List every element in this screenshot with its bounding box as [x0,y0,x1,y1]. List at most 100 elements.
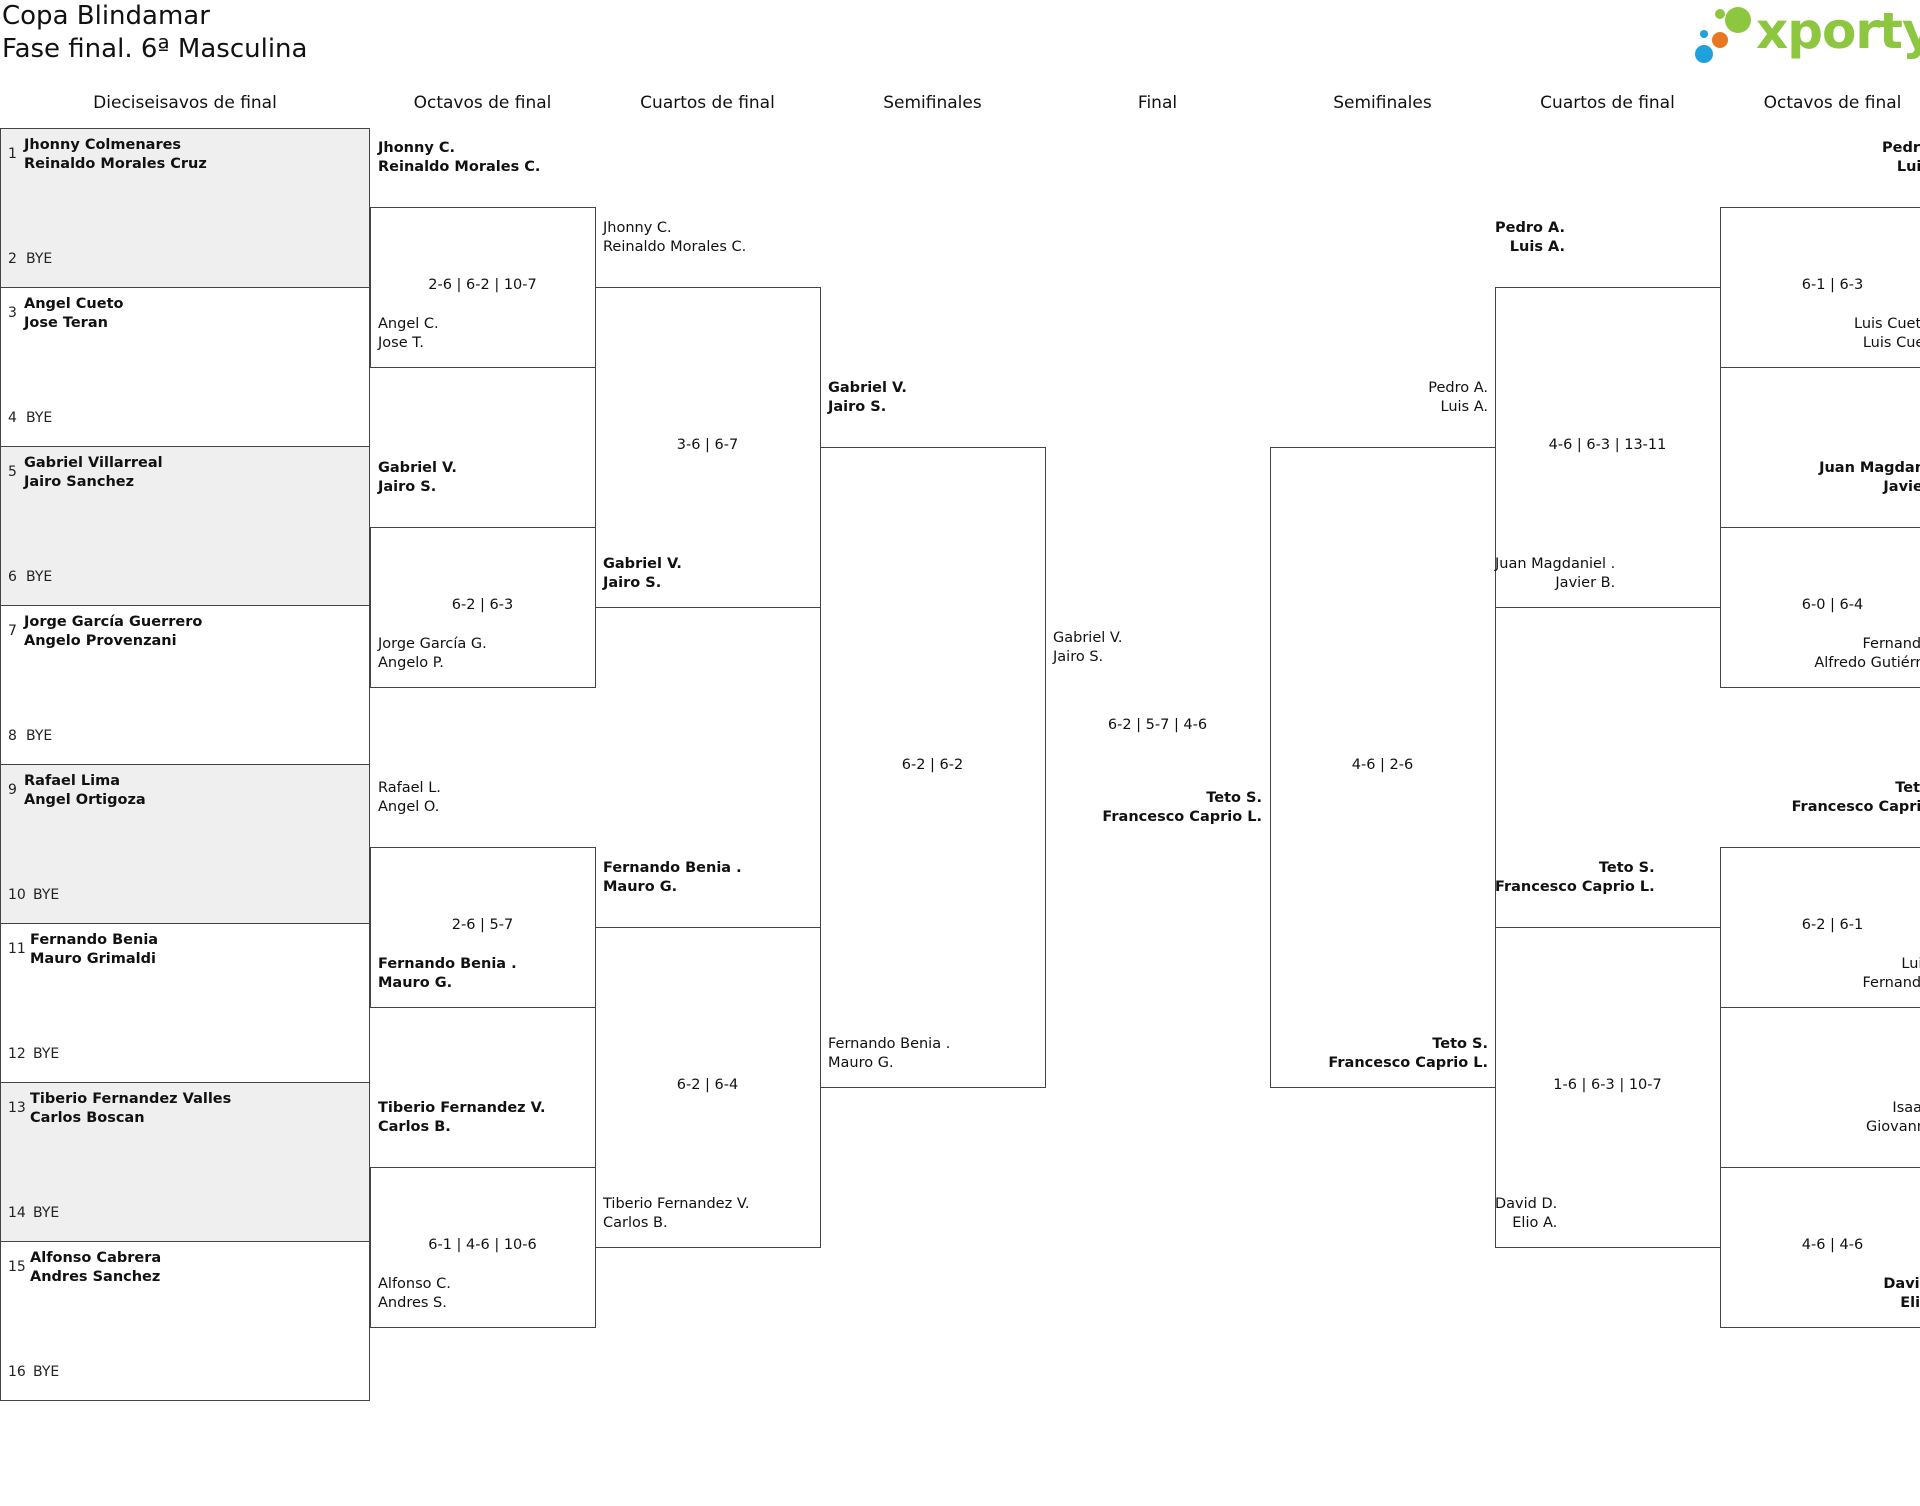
player-name: Mauro Grimaldi [30,951,156,967]
seed-number: 16 [8,1364,26,1380]
player-name: Jairo S. [378,479,437,495]
team-names: Tiberio Fernandez V.Carlos B. [378,1099,591,1137]
player-name: Francesco Caprio L. [1102,809,1262,825]
match-score: 4-6 | 4-6 [1801,1237,1864,1253]
player-name: Reinaldo Morales C. [378,159,541,175]
player-name: Francesco Caprio L. [1495,879,1655,895]
player-name: Fernando Benia . [378,956,517,972]
player-name: Gabriel V. [1053,630,1123,646]
match-box [0,1241,370,1401]
player-name: Tiberio Fernandez V. [378,1100,546,1116]
team-names: Pedro A.Luis A. [1495,219,1565,257]
player-name: David [1883,1276,1920,1292]
team-names: Teto S. Francesco Caprio L. [1270,1035,1488,1073]
match-box [0,128,370,288]
player-name: Rafael Lima [24,773,120,789]
team-names: Jhonny C. Reinaldo Morales C. [603,219,816,257]
player-name: Fernando [1862,975,1920,991]
player-name: Luis [1896,159,1920,175]
player-name: Gabriel V. [378,460,457,476]
player-name: Teto S. [1432,1036,1488,1052]
player-name: Pedro [1882,140,1920,156]
match-score: 1-6 | 6-3 | 10-7 [1553,1077,1662,1093]
seed-number: 7 [8,623,17,639]
player-name: Pedro A. [1495,220,1566,236]
logo-text: xporty [1756,2,1920,60]
player-name: Alfonso Cabrera [30,1250,162,1266]
team-names: FernandoAlfredo Gutiérre [1720,635,1920,673]
player-name: Teto S. [1206,790,1262,806]
team-names: Fernando Benia . Mauro G. [828,1035,1041,1073]
player-name: Luis A. [1440,399,1488,415]
match-connector [1270,447,1496,1088]
player-name: Angel Cueto [24,296,124,312]
match-score: 4-6 | 2-6 [1351,757,1414,773]
player-name: Fernando Benia . [603,860,742,876]
seed-number: 5 [8,464,17,480]
match-score: 6-1 | 4-6 | 10-6 [428,1237,537,1253]
player-name: Mauro G. [828,1055,894,1071]
match-score: 6-2 | 6-1 [1801,917,1864,933]
player-name: Elio [1900,1295,1920,1311]
player-name: Reinaldo Morales C. [603,239,747,255]
player-name: Jose T. [378,335,424,351]
match-connector [1720,1167,1920,1328]
seed-number: 10 [8,887,26,903]
player-name: Gabriel V. [828,380,907,396]
player-name: Javier B. [1555,575,1616,591]
player-name: Javier [1883,479,1920,495]
match-connector [1495,287,1721,608]
team-names: Gabriel V. Jairo S. [378,459,591,497]
match-score: 6-2 | 5-7 | 4-6 [1107,717,1208,733]
bye-label: BYE [33,1205,60,1221]
player-name: Andres S. [378,1295,447,1311]
match-score: 6-2 | 6-4 [676,1077,739,1093]
seed-number: 2 [8,251,17,267]
player-name: Juan Magdaniel . [1495,556,1616,572]
player-name: Francesco Caprio L. [1328,1055,1488,1071]
seed-number: 9 [8,782,17,798]
player-name: Gabriel V. [603,556,682,572]
team-names: Juan Magdaniel . Javier B. [1495,555,1615,593]
round-header: Dieciseisavos de final [93,93,277,113]
player-name: Jhonny Colmenares [24,137,182,153]
player-name: Fernando [1862,636,1920,652]
round-header: Final [1137,93,1178,113]
team-names: Luis CuetoLuis Cuet [1720,315,1920,353]
match-box [0,446,370,606]
player-name: Gabriel Villarreal [24,455,163,471]
player-name: Fernando Benia [30,932,159,948]
player-name: Fernando Benia . [828,1036,951,1052]
player-name: Andres Sanchez [30,1269,161,1285]
match-score: 2-6 | 6-2 | 10-7 [428,277,537,293]
team-names: Fernando Benia .Mauro G. [378,955,591,993]
match-score: 4-6 | 6-3 | 13-11 [1548,437,1667,453]
seed-number: 15 [8,1259,26,1275]
team-names: David D.Elio A. [1495,1195,1557,1233]
seed-number: 4 [8,410,17,426]
player-name: Jhonny C. [603,220,672,236]
player-name: Jorge García G. [378,636,487,652]
xporty-logo: xporty [1690,0,1920,72]
tournament-subtitle: Fase final. 6ª Masculina [2,34,308,64]
player-name: Angel O. [378,799,440,815]
seed-number: 1 [8,146,17,162]
team-names: Fernando Benia .Mauro G. [603,859,816,897]
seed-number: 11 [8,941,26,957]
round-header: Semifinales [1333,93,1432,113]
seed-number: 12 [8,1046,26,1062]
player-name: Giovanni [1865,1119,1920,1135]
player-name: Angel C. [378,316,439,332]
team-names: Teto S.Francesco Caprio L. [1495,859,1655,897]
match-score: 3-6 | 6-7 [676,437,739,453]
player-name: Isaac [1892,1100,1920,1116]
seed-number: 3 [8,305,17,321]
match-connector [1720,207,1920,368]
team-names: Gabriel V.Jairo S. [1053,629,1266,667]
